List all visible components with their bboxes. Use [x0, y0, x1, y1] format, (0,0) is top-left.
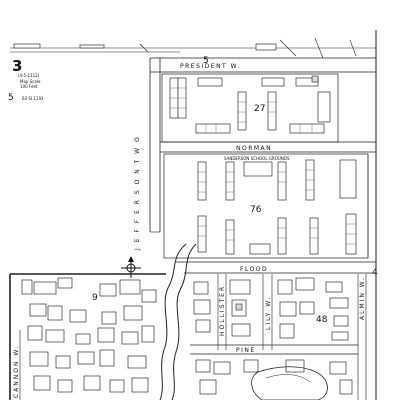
scale-note-3: 100 Feet — [20, 84, 38, 89]
creek-bank-east — [171, 243, 197, 400]
block-48-label: 48 — [316, 315, 328, 325]
flood-street-label: FLOOD — [240, 266, 268, 273]
block-76-label: 76 — [250, 205, 262, 215]
pond-contour — [265, 374, 311, 383]
lily-street-label: LILY W. — [265, 296, 272, 330]
scale-note-1: (4-5-1112) — [18, 73, 40, 78]
jefferson-street-label: J E F F E R S O N T W O — [134, 135, 141, 251]
page-ref-left: 5 — [8, 93, 14, 103]
pond-outline — [251, 366, 328, 400]
block-76-buildings — [197, 159, 357, 255]
creek-bank-west — [159, 243, 187, 400]
compass-rose-icon — [121, 256, 141, 278]
block-9-buildings — [21, 277, 157, 393]
norman-street-label: NORMAN — [236, 145, 272, 152]
lower-right-buildings — [193, 277, 353, 395]
block-9-label: 9 — [92, 293, 98, 303]
pine-street-label: PINE — [236, 347, 256, 354]
almin-street-label: ALMIN W. — [359, 276, 366, 320]
cannon-street-label: CANNON W. — [13, 344, 20, 398]
page-ref-top: 5 — [203, 56, 209, 66]
header-key-marks — [13, 37, 357, 59]
scale-note-2: Map Scale — [20, 79, 41, 84]
president-street-label: PRESIDENT W. — [180, 63, 241, 70]
school-grounds-label: SANDERSON SCHOOL GROUNDS — [224, 156, 290, 161]
block-27-buildings — [169, 75, 331, 134]
block-27-label: 27 — [254, 104, 265, 114]
sheet-number: 3 — [12, 57, 22, 75]
hollister-street-label: HOLLISTER — [219, 285, 226, 336]
left-margin-note: 63 SI 1191 — [22, 96, 44, 101]
